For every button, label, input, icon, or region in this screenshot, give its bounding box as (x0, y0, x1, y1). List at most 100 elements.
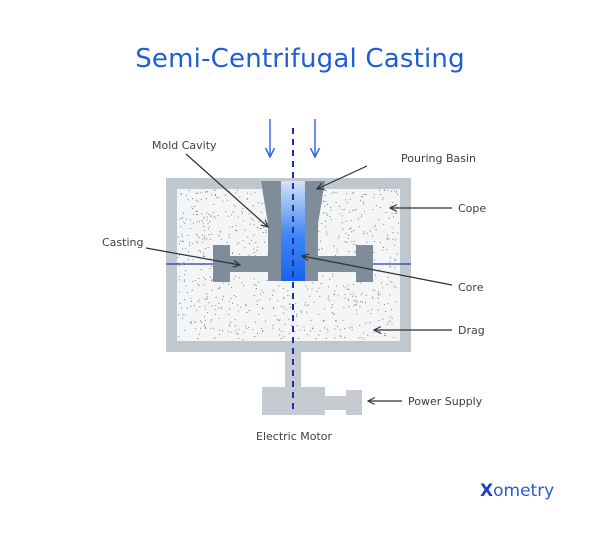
sand-speck (205, 279, 207, 281)
sand-speck (272, 327, 274, 329)
sand-speck (192, 259, 194, 261)
sand-speck (380, 282, 382, 284)
sand-speck (272, 307, 274, 309)
sand-speck (324, 327, 326, 329)
sand-speck (196, 213, 198, 216)
sand-speck (210, 327, 212, 329)
sand-speck (383, 303, 385, 306)
sand-speck (352, 295, 354, 297)
sand-speck (364, 302, 367, 304)
sand-speck (296, 325, 298, 327)
sand-speck (274, 315, 276, 317)
sand-speck (259, 293, 262, 295)
sand-speck (343, 306, 345, 308)
sand-speck (195, 192, 197, 194)
sand-speck (228, 314, 230, 316)
sand-speck (206, 295, 208, 297)
sand-speck (263, 226, 265, 228)
sand-speck (351, 329, 353, 331)
sand-speck (361, 214, 363, 216)
sand-speck (315, 338, 317, 340)
sand-speck (375, 229, 377, 231)
sand-speck (372, 208, 374, 210)
sand-speck (218, 302, 220, 304)
sand-speck (246, 311, 248, 314)
sand-speck (371, 296, 374, 298)
sand-speck (187, 234, 189, 236)
sand-speck (204, 305, 206, 307)
sand-speck (244, 304, 246, 306)
sand-speck (211, 319, 213, 321)
sand-speck (382, 247, 384, 249)
sand-speck (222, 200, 224, 202)
sand-speck (229, 308, 231, 310)
sand-speck (352, 283, 354, 286)
sand-speck (348, 299, 350, 302)
sand-speck (213, 328, 215, 330)
sand-speck (333, 293, 335, 295)
sand-speck (378, 219, 380, 221)
sand-speck (307, 288, 309, 290)
sand-speck (197, 200, 199, 202)
sand-speck (354, 300, 356, 302)
sand-speck (211, 289, 213, 291)
sand-speck (257, 202, 260, 204)
sand-speck (211, 265, 213, 268)
sand-speck (388, 238, 390, 240)
sand-speck (325, 231, 328, 233)
sand-speck (197, 192, 199, 194)
sand-speck (382, 198, 384, 200)
sand-speck (326, 203, 329, 205)
sand-speck (390, 190, 392, 192)
sand-speck (257, 227, 259, 229)
sand-speck (384, 189, 386, 191)
sand-speck (261, 307, 264, 309)
sand-speck (353, 305, 355, 307)
sand-speck (235, 224, 237, 227)
sand-speck (319, 295, 321, 297)
sand-speck (353, 252, 356, 254)
sand-speck (352, 193, 354, 195)
sand-speck (392, 238, 394, 240)
sand-speck (373, 251, 375, 253)
sand-speck (363, 233, 365, 235)
sand-speck (265, 320, 267, 322)
sand-speck (338, 235, 340, 237)
sand-speck (296, 316, 298, 318)
sand-speck (190, 322, 192, 324)
sand-speck (206, 216, 208, 218)
sand-speck (242, 339, 244, 341)
sand-speck (278, 285, 280, 287)
label-electric-motor: Electric Motor (256, 430, 333, 443)
sand-speck (345, 287, 347, 289)
sand-speck (235, 330, 237, 332)
sand-speck (324, 205, 326, 207)
sand-speck (206, 219, 208, 221)
sand-speck (287, 290, 289, 292)
sand-speck (208, 234, 210, 236)
sand-speck (205, 191, 207, 193)
sand-speck (196, 241, 198, 243)
sand-speck (234, 275, 236, 277)
sand-speck (372, 297, 374, 299)
sand-speck (214, 313, 216, 315)
sand-speck (234, 325, 236, 327)
sand-speck (209, 267, 211, 270)
sand-speck (294, 330, 296, 333)
logo-wordmark: ometry (493, 481, 555, 501)
sand-speck (386, 248, 388, 251)
sand-speck (203, 236, 206, 238)
sand-speck (389, 266, 391, 268)
label-mold-cavity: Mold Cavity (152, 139, 217, 152)
label-casting: Casting (102, 236, 143, 249)
sand-speck (325, 337, 327, 339)
sand-speck (254, 321, 256, 323)
sand-speck (306, 311, 308, 313)
sand-speck (365, 322, 367, 324)
sand-speck (344, 328, 346, 330)
sand-speck (371, 235, 374, 237)
sand-speck (307, 304, 309, 306)
sand-speck (347, 284, 349, 286)
sand-speck (179, 218, 181, 220)
sand-speck (242, 220, 244, 222)
